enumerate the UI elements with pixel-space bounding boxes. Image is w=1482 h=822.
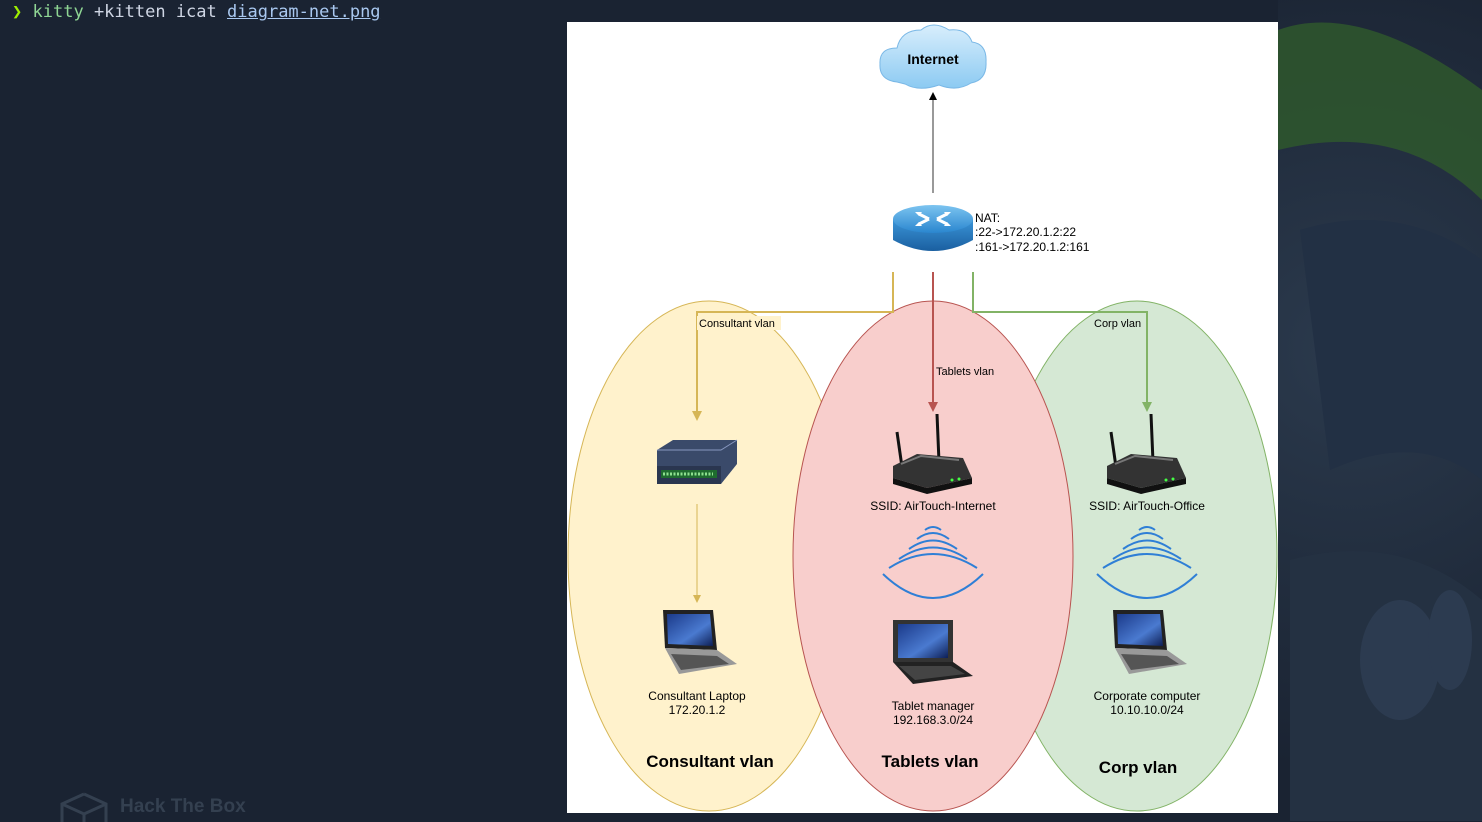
command-args: +kitten icat [93, 2, 217, 22]
corp-device-label: Corporate computer [1094, 689, 1201, 703]
laptop-icon [663, 610, 737, 674]
cloud-icon [879, 24, 987, 89]
terminal-command-line: ❯ kitty +kitten icat diagram-net.png [12, 1, 381, 23]
nat-rule-1: :22->172.20.1.2:22 [975, 225, 1076, 239]
filename-link[interactable]: diagram-net.png [227, 2, 381, 22]
consultant-edge-label-bg [697, 316, 781, 330]
internet-label: Internet [907, 51, 959, 67]
htb-watermark: Hack The Box [58, 792, 246, 822]
switch-to-laptop-arrow-icon [693, 595, 701, 603]
diagram-image: Internet NAT: :22->172.20.1.2:22 :161->1… [567, 22, 1278, 813]
consultant-device-ip: 172.20.1.2 [669, 703, 726, 717]
uplink-arrow-icon [929, 92, 937, 100]
tablets-zone-title: Tablets vlan [882, 752, 979, 771]
corp-zone-title: Corp vlan [1099, 758, 1177, 777]
consultant-zone-title: Consultant vlan [646, 752, 774, 771]
router-icon [893, 205, 973, 251]
nat-rule-2: :161->172.20.1.2:161 [975, 240, 1090, 254]
tablets-edge-label: Tablets vlan [936, 366, 994, 378]
consultant-device-label: Consultant Laptop [648, 689, 746, 703]
corp-edge-label: Corp vlan [1094, 318, 1141, 330]
tablets-edge-arrow-icon [928, 402, 938, 412]
corp-wifi-signal-icon [1096, 526, 1198, 599]
watermark-text: Hack The Box [120, 796, 246, 817]
corp-laptop-icon [1113, 610, 1187, 674]
wifi-router-icon [893, 413, 972, 494]
tablets-device-label: Tablet manager [892, 699, 975, 713]
consultant-edge-label: Consultant vlan [699, 318, 775, 330]
tablets-ssid: SSID: AirTouch-Internet [870, 499, 996, 513]
corp-wifi-router-icon [1107, 413, 1186, 494]
corp-edge [972, 272, 1148, 405]
wifi-signal-icon [882, 526, 984, 599]
prompt-symbol: ❯ [12, 2, 23, 22]
corp-edge-arrow-icon [1142, 402, 1152, 412]
corp-device-ip: 10.10.10.0/24 [1110, 703, 1184, 717]
tablet-icon [893, 620, 973, 684]
nat-title: NAT: [975, 211, 1000, 225]
consultant-edge [696, 272, 894, 414]
consultant-edge-arrow-icon [692, 411, 702, 421]
command-name: kitty [32, 2, 84, 22]
network-switch-icon [657, 439, 738, 484]
htb-cube-icon [60, 792, 108, 822]
corp-ssid: SSID: AirTouch-Office [1089, 499, 1205, 513]
tablets-device-ip: 192.168.3.0/24 [893, 713, 973, 727]
